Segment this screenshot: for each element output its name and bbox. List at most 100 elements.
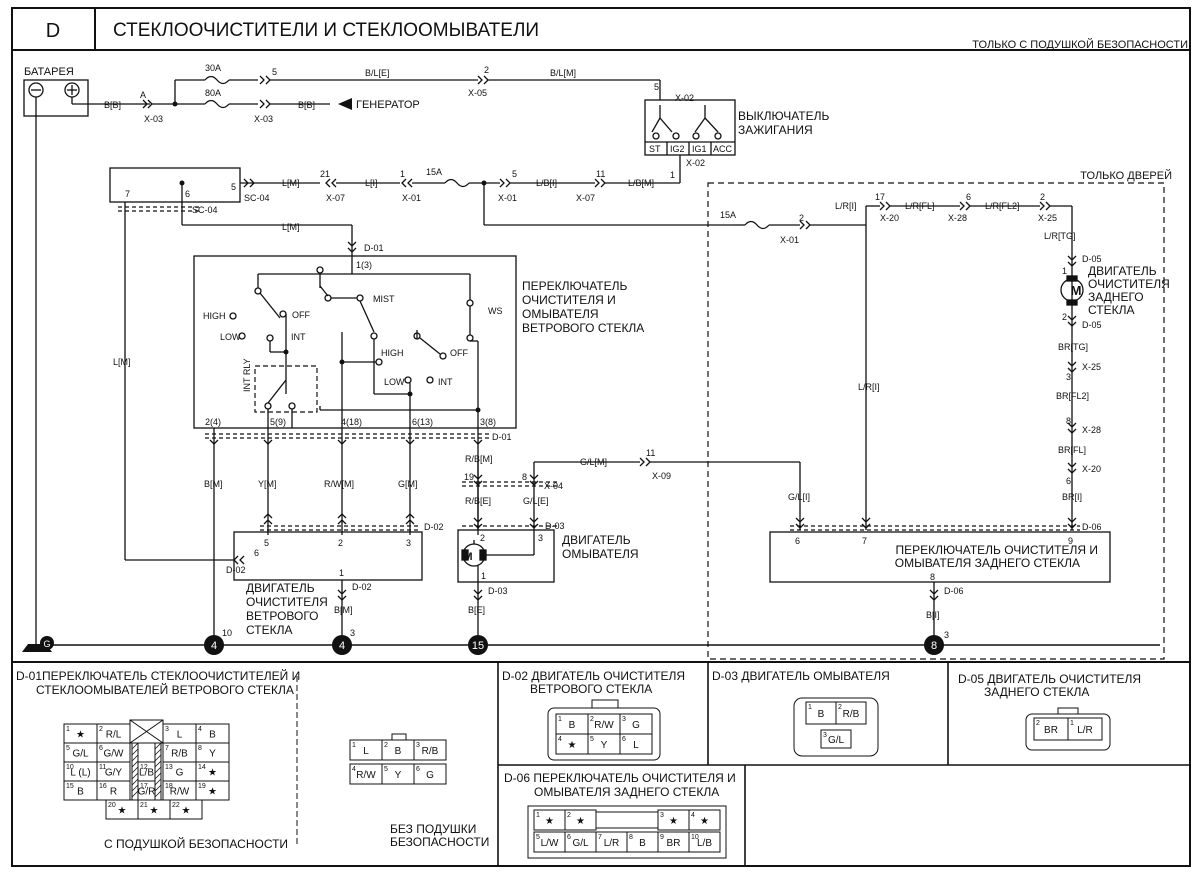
d06-cell-10-label: L/B [697, 838, 712, 849]
fm-label-3: ВЕТРОВОГО [246, 609, 319, 623]
do-rear-pin9: 9 [1068, 536, 1073, 546]
d01-title-2: СТЕКЛООМЫВАТЕЛЕЙ ВЕТРОВОГО СТЕКЛА [36, 682, 294, 697]
d01-cell-13-num: 13 [165, 764, 173, 771]
front-motor-box [233, 531, 423, 581]
do-d06: D-06 [1082, 522, 1102, 532]
wire-lbi: L/B[I] [536, 178, 557, 188]
d01-cell-7-num: 7 [165, 745, 169, 752]
pin1: 1 [400, 169, 405, 179]
d01-cell-18-label: R/W [170, 787, 190, 798]
wire-lbm: L/B[M] [628, 178, 654, 188]
d06-cell-4-num: 4 [691, 812, 695, 819]
d06-cell-2-label: ★ [576, 816, 585, 827]
ign-conn-bottom: X-02 [686, 158, 705, 168]
d02-title-1: D-02 ДВИГАТЕЛЬ ОЧИСТИТЕЛЯ [502, 669, 685, 683]
int-relay-box [254, 365, 318, 413]
d03-cell-2-num: 2 [838, 704, 842, 711]
ignition-label-2: ЗАЖИГАНИЯ [738, 123, 813, 137]
d01-cell-15-label: B [77, 787, 84, 798]
d06-cell-5: 5L/W [533, 831, 566, 853]
fs-title-3: ОМЫВАТЕЛЯ [522, 307, 599, 321]
do-gl-m: G/L[M] [580, 457, 607, 467]
d01-cell-6-label: G/W [104, 749, 125, 760]
fs-d01: D-01 [492, 432, 512, 442]
fm-pin5: 5 [264, 538, 269, 548]
d03-cell-2-label: R/B [843, 709, 860, 720]
d03-cell-1: 1B [805, 701, 837, 725]
d06-cell-8-label: B [639, 838, 646, 849]
fm-label-1: ДВИГАТЕЛЬ [246, 581, 315, 595]
do-x01: X-01 [780, 235, 799, 245]
ign-term-st: ST [649, 144, 661, 154]
d06-cell-6-num: 6 [567, 834, 571, 841]
ground-point-4: 8 3 [924, 630, 949, 655]
do-wire-lrfl: L/R[FL] [905, 201, 935, 211]
d06-cell-1-num: 1 [536, 812, 540, 819]
d01-cell-19-label: ★ [208, 787, 217, 798]
d01-cell-8-num: 8 [198, 745, 202, 752]
d01-title-1: D-01ПЕРЕКЛЮЧАТЕЛЬ СТЕКЛООЧИСТИТЕЛЕЙ И [16, 668, 300, 683]
wm-rbe: R/B[E] [465, 496, 491, 506]
d02-cell-3: 3G [619, 713, 653, 735]
d01s-cell-0-1: 2B [381, 739, 415, 761]
d01-cell-1-num: 1 [66, 726, 70, 733]
d06-cell-10: 10L/B [688, 831, 721, 853]
d06-cell-9-num: 9 [660, 834, 664, 841]
d02-cell-6-label: L [633, 740, 639, 751]
washer-motor-m: M [463, 551, 472, 563]
do-br-tg: BR[TG] [1058, 342, 1088, 352]
wm-label-1: ДВИГАТЕЛЬ [562, 533, 631, 547]
do-wire-lrtg: L/R[TG] [1044, 231, 1076, 241]
d01-cell-20-num: 20 [108, 802, 116, 809]
d01-cell-2-num: 2 [99, 726, 103, 733]
d03-cell-3-num: 3 [823, 732, 827, 739]
d01-cell-1-label: ★ [76, 730, 85, 741]
jb-pin7: 7 [125, 189, 130, 199]
d01s-cell-0-0-label: L [363, 746, 369, 757]
fs-title-1: ПЕРЕКЛЮЧАТЕЛЬ [522, 279, 628, 293]
wm-d03: D-03 [545, 521, 565, 531]
d01-cell-8-label: Y [209, 749, 216, 760]
ign-term-ig1: IG1 [692, 144, 707, 154]
x01: X-01 [402, 193, 421, 203]
wm-be: B[E] [468, 605, 485, 615]
ignition-label-1: ВЫКЛЮЧАТЕЛЬ [738, 109, 829, 123]
fs-wire-bm: B[M] [204, 479, 223, 489]
d01s-cell-1-2-label: G [426, 770, 434, 781]
d01-cell-5-label: G/L [72, 749, 89, 760]
wm-pin19: 19 [464, 472, 474, 482]
battery-wire: B[B] [104, 100, 121, 110]
d01-cell-21: 21★ [137, 799, 171, 820]
d01-cell-20: 20★ [105, 799, 139, 820]
d01-cell-22: 22★ [169, 799, 203, 820]
d01s-cell-1-1: 5Y [381, 763, 415, 785]
d01s-cell-0-2: 3R/B [413, 739, 447, 761]
d01-key-box [129, 719, 164, 744]
d01-cell-22-label: ★ [182, 806, 191, 817]
d01-cell-4-label: B [209, 730, 216, 741]
d05-cell-1-num: 1 [1070, 720, 1074, 727]
door-only-label: ТОЛЬКО ДВЕРЕЙ [1080, 169, 1172, 182]
pin-a: A [140, 90, 146, 100]
ignition-box [644, 99, 736, 156]
fs-low: LOW [220, 332, 241, 342]
battery-label: БАТАРЕЯ [24, 66, 74, 78]
fs-wire-rbm: R/B[M] [465, 454, 493, 464]
d06-title-1: D-06 ПЕРЕКЛЮЧАТЕЛЬ ОЧИСТИТЕЛЯ И [504, 771, 736, 785]
d02-cell-4-num: 4 [558, 736, 562, 743]
d01s-cell-1-0-num: 4 [352, 766, 356, 773]
d02-cell-6: 6L [619, 733, 653, 755]
d01-cell-2-label: R/L [106, 730, 122, 741]
d01-cell-11-label: G/Y [105, 768, 123, 779]
do-fuse15: 15A [720, 210, 736, 220]
do-pin17: 17 [875, 192, 885, 202]
d02-cell-1-label: B [569, 720, 576, 731]
d06-cell-7-label: L/R [604, 838, 620, 849]
pin-2: 2 [484, 65, 489, 75]
do-br-fl: BR[FL] [1058, 445, 1086, 455]
